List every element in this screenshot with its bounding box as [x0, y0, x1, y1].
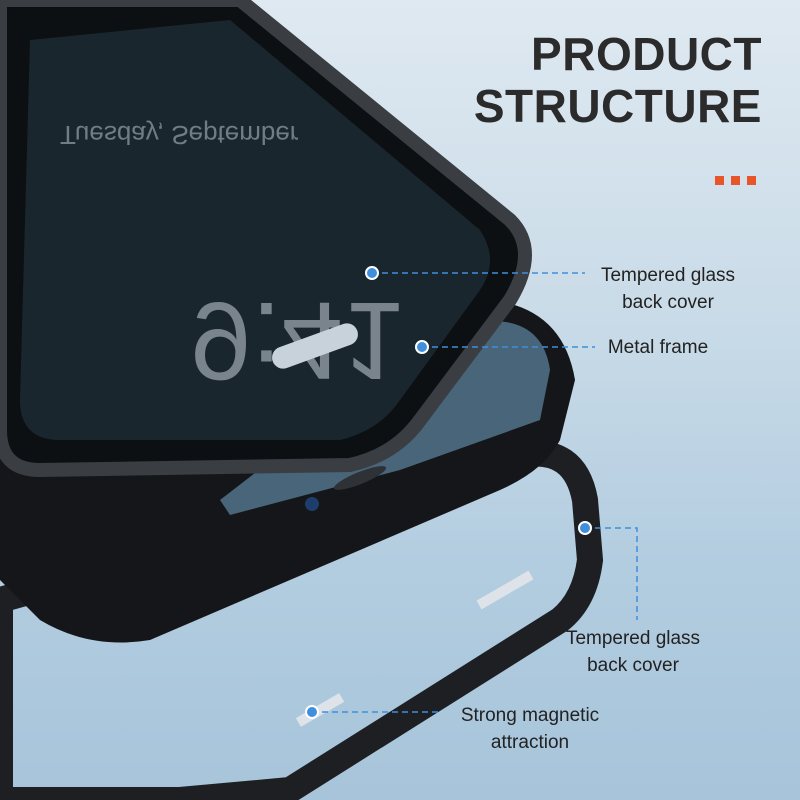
glass-wallpaper — [20, 20, 490, 440]
front-camera — [305, 497, 319, 511]
callout-back-cover: Tempered glass back cover — [553, 625, 713, 679]
page-title: PRODUCT STRUCTURE — [474, 28, 762, 132]
accent-dots — [715, 176, 756, 185]
callout-dot — [578, 521, 592, 535]
callout-text: Tempered glass — [565, 628, 701, 649]
callout-glass-cover: Tempered glass back cover — [588, 262, 748, 316]
callout-line — [585, 527, 638, 620]
lockscreen-time: 9:41 — [190, 279, 405, 402]
callout-text: attraction — [490, 732, 570, 753]
frame-button-slot — [295, 693, 345, 727]
callout-text: Metal frame — [607, 337, 709, 358]
lockscreen-date: Tuesday, September — [60, 120, 299, 150]
callout-dot — [305, 705, 319, 719]
callout-text: back cover — [587, 655, 679, 676]
callout-text: Tempered glass — [600, 265, 736, 286]
callout-text: back cover — [622, 292, 714, 313]
title-line-2: STRUCTURE — [473, 80, 762, 132]
callout-dot — [415, 340, 429, 354]
callout-dot — [365, 266, 379, 280]
callout-metal-frame: Metal frame — [598, 334, 718, 361]
title-line-1: PRODUCT — [531, 28, 762, 80]
earpiece — [333, 466, 387, 490]
callout-text: Strong magnetic — [460, 705, 600, 726]
frame-button-slot — [476, 570, 534, 610]
glass-notch-slot — [272, 323, 358, 369]
callout-magnetic: Strong magnetic attraction — [450, 702, 610, 756]
